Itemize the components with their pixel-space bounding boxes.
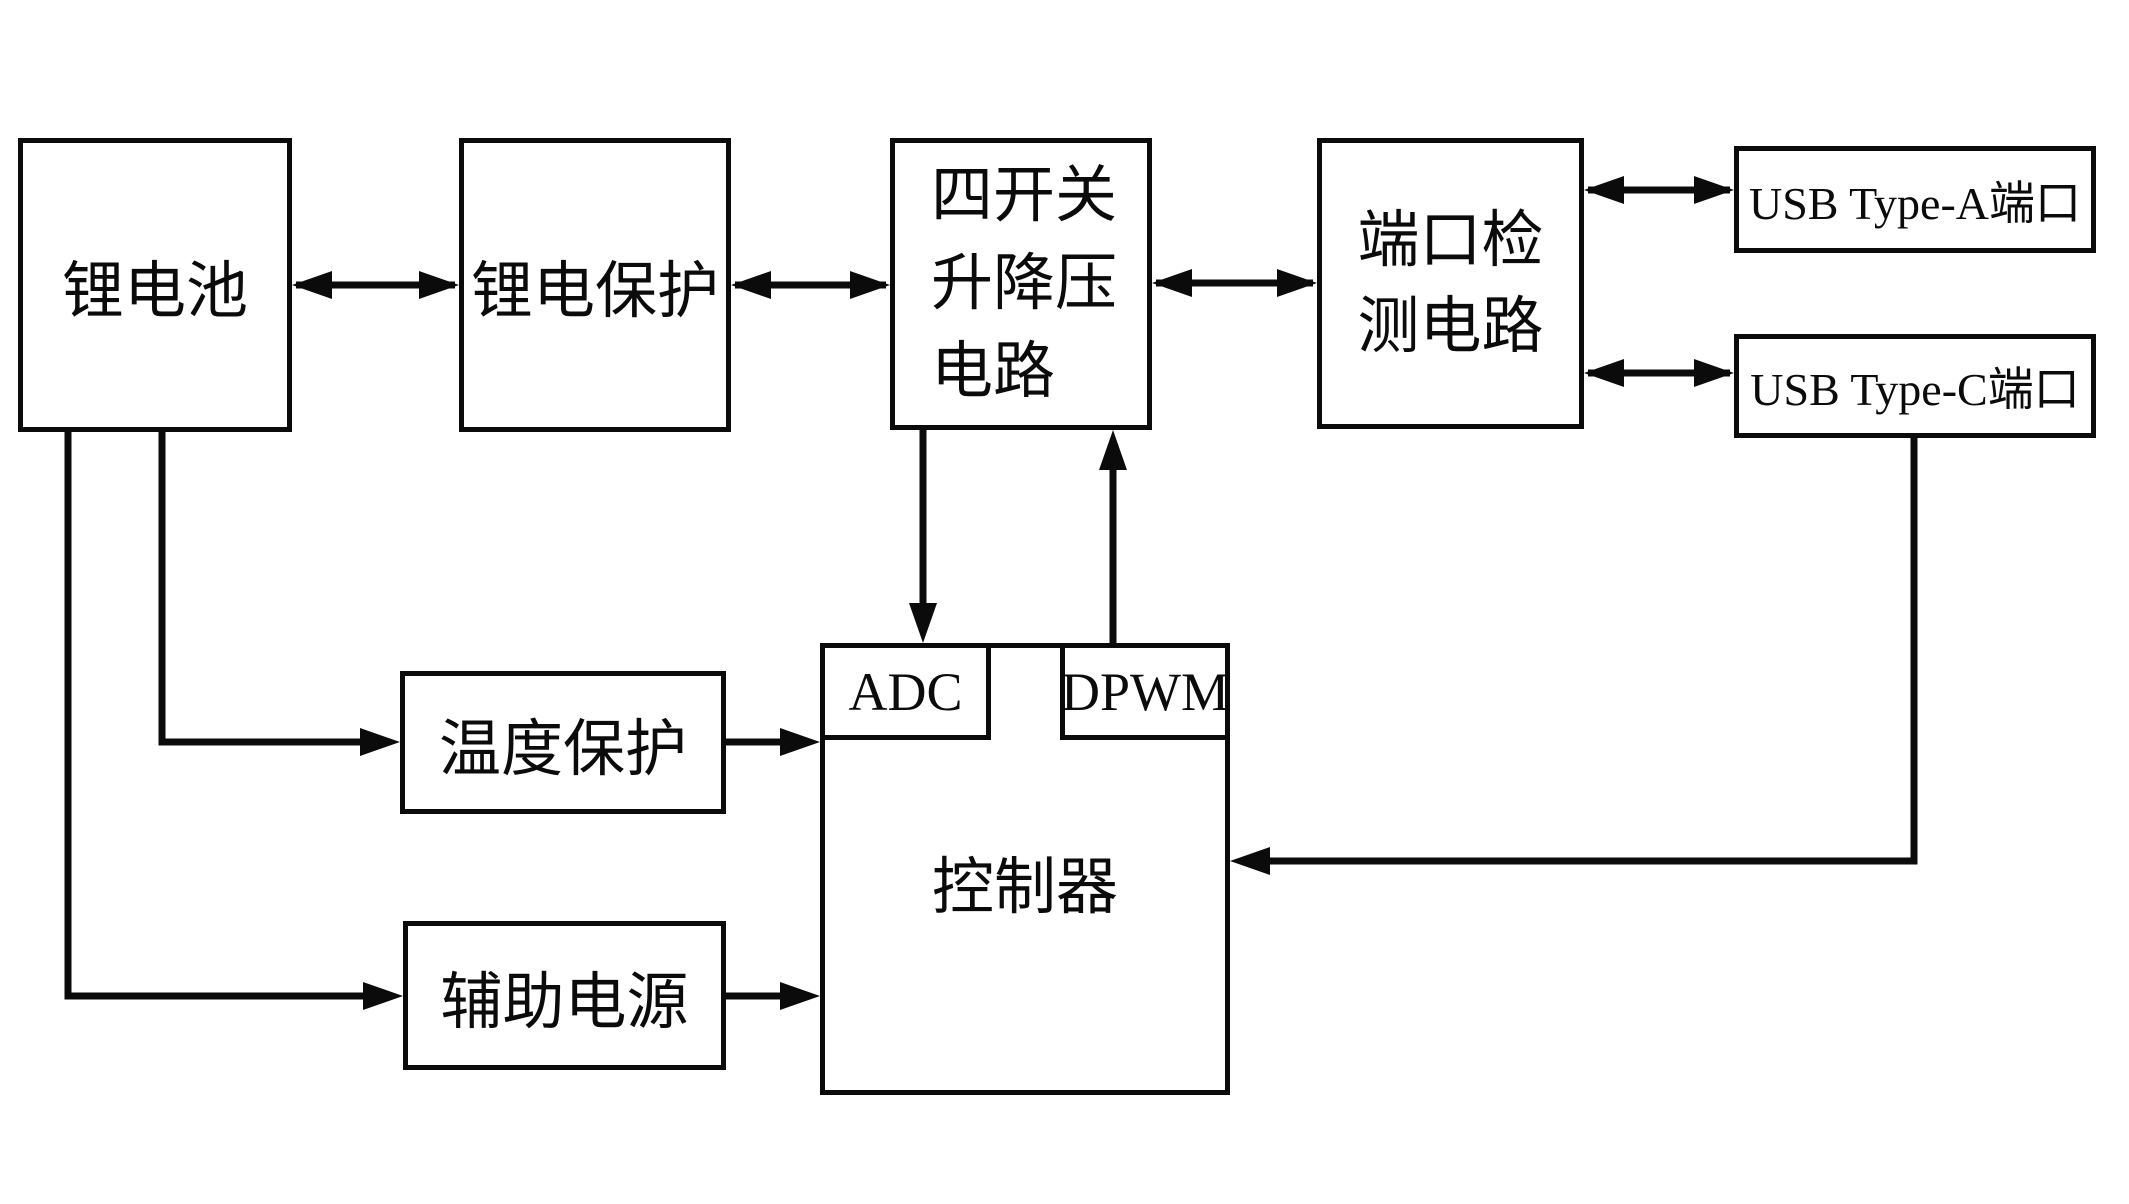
- arrow-aux-controller: [726, 982, 820, 1010]
- node-port-detect: 端口检 测电路: [1317, 138, 1584, 429]
- node-usb-type-a: USB Type-A端口: [1734, 146, 2096, 253]
- node-battery: 锂电池: [18, 138, 292, 432]
- arrow-battery-aux: [64, 430, 403, 1010]
- arrow-portdetect-usb-c: [1584, 359, 1734, 387]
- node-battery-protection: 锂电保护: [459, 138, 731, 432]
- node-port-detect-line2: 测电路: [1357, 292, 1544, 361]
- node-buck-boost: 四开关 升降压 电路: [890, 138, 1152, 430]
- node-buck-boost-line3: 电路: [931, 338, 1056, 406]
- node-port-detect-line1: 端口检: [1357, 206, 1544, 275]
- arrow-dpwm-buckboost: [1099, 430, 1127, 643]
- node-buck-boost-line2: 升降压: [931, 250, 1118, 318]
- arrow-buckboost-portdetect: [1152, 269, 1317, 297]
- node-usb-type-a-label: USB Type-A端口: [1749, 177, 2081, 229]
- node-dpwm-label: DPWM: [1061, 661, 1230, 722]
- arrow-portdetect-usb-a: [1584, 176, 1734, 204]
- node-aux-power-label: 辅助电源: [440, 968, 689, 1037]
- node-battery-protection-label: 锂电保护: [470, 258, 719, 326]
- node-temperature-protection-label: 温度保护: [438, 715, 687, 784]
- node-temperature-protection: 温度保护: [400, 671, 726, 814]
- node-battery-label: 锂电池: [61, 258, 248, 326]
- arrow-battery-protection: [292, 271, 459, 299]
- node-aux-power: 辅助电源: [403, 921, 726, 1070]
- node-usb-type-c: USB Type-C端口: [1734, 334, 2096, 438]
- node-buck-boost-line1: 四开关: [931, 162, 1118, 230]
- node-adc: ADC: [820, 643, 991, 740]
- arrow-buckboost-adc: [909, 428, 937, 643]
- arrow-protection-buckboost: [731, 271, 890, 299]
- node-controller-label: 控制器: [931, 854, 1118, 922]
- node-adc-label: ADC: [848, 661, 963, 722]
- arrow-battery-temperature: [158, 430, 400, 756]
- arrow-usbc-controller: [1230, 436, 1918, 875]
- node-usb-type-c-label: USB Type-C端口: [1750, 364, 2080, 415]
- node-dpwm: DPWM: [1060, 643, 1230, 740]
- arrow-temperature-controller: [726, 728, 820, 756]
